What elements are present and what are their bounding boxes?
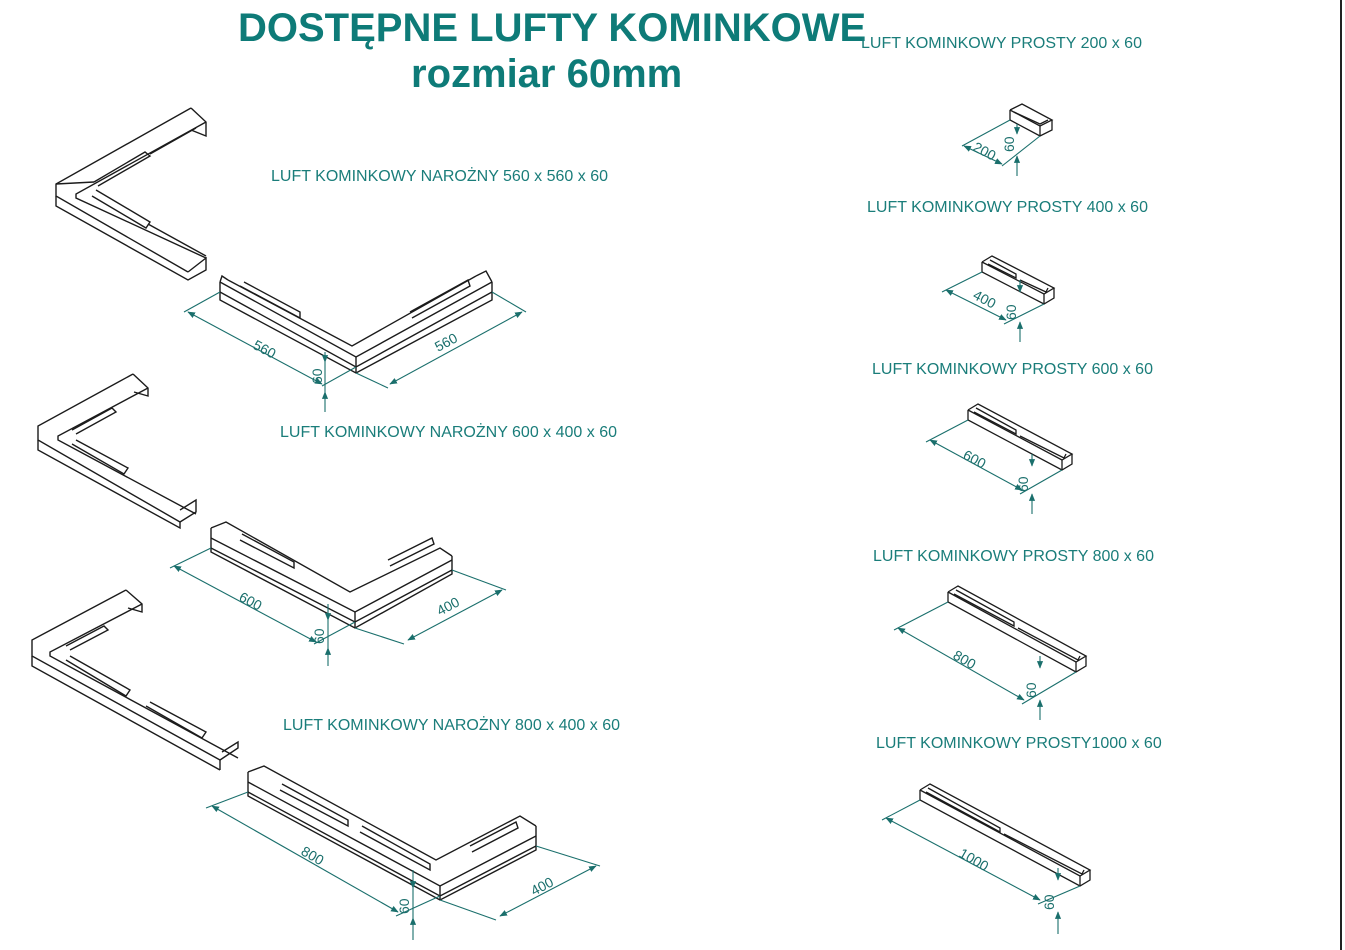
straight-part-label-1: LUFT KOMINKOWY PROSTY 200 x 60	[861, 35, 1142, 52]
corner-part-label-1: LUFT KOMINKOWY NAROŻNY 560 x 560 x 60	[271, 168, 608, 185]
corner-part-2-dim-a: 600	[237, 589, 265, 614]
straight-part-4-height: 60	[1023, 682, 1039, 698]
corner-part-2-height: 60	[311, 628, 327, 644]
corner-part-2-front-view	[210, 521, 453, 629]
corner-part-1-dim-b: 560	[432, 329, 460, 354]
straight-part-label-2: LUFT KOMINKOWY PROSTY 400 x 60	[867, 199, 1148, 216]
corner-part-3-front-view	[247, 765, 537, 901]
sheet-border	[1340, 0, 1342, 950]
straight-part-4-drawing	[947, 585, 1088, 673]
straight-part-3-length: 600	[961, 447, 989, 472]
straight-part-5-dimensions	[881, 799, 1081, 934]
straight-part-2-length: 400	[971, 287, 999, 312]
straight-part-4-length: 800	[951, 647, 979, 673]
straight-part-1-dimensions	[961, 119, 1041, 176]
corner-part-1-front-view	[219, 270, 493, 374]
straight-part-1-drawing	[1009, 103, 1054, 137]
corner-part-1-dim-a: 560	[251, 337, 279, 362]
corner-part-3-dim-b: 400	[528, 873, 556, 898]
straight-part-2-dimensions	[941, 271, 1045, 342]
corner-part-2-dimensions	[169, 547, 507, 666]
corner-part-2-dim-b: 400	[434, 593, 462, 618]
page-title: DOSTĘPNE LUFTY KOMINKOWE	[238, 6, 867, 50]
page-subtitle: rozmiar 60mm	[411, 52, 683, 96]
straight-part-4-dimensions	[893, 601, 1077, 720]
corner-part-label-3: LUFT KOMINKOWY NAROŻNY 800 x 400 x 60	[283, 717, 620, 734]
corner-part-3-top-view	[31, 589, 239, 771]
straight-part-label-5: LUFT KOMINKOWY PROSTY1000 x 60	[876, 735, 1162, 752]
corner-part-3-height: 60	[396, 898, 412, 914]
straight-part-2-height: 60	[1003, 304, 1019, 320]
corner-part-2-top-view	[37, 373, 197, 530]
straight-part-3-height: 60	[1015, 476, 1031, 492]
straight-part-1-height: 60	[1001, 136, 1017, 152]
corner-part-3-dim-a: 800	[299, 843, 327, 869]
straight-part-label-3: LUFT KOMINKOWY PROSTY 600 x 60	[872, 361, 1153, 378]
corner-part-3-dimensions	[205, 791, 601, 940]
straight-part-3-dimensions	[925, 419, 1063, 514]
corner-part-1-top-view	[55, 107, 207, 281]
straight-part-5-height: 60	[1041, 894, 1057, 910]
straight-part-5-drawing	[919, 783, 1092, 887]
straight-part-5-length: 1000	[957, 845, 992, 875]
straight-part-label-4: LUFT KOMINKOWY PROSTY 800 x 60	[873, 548, 1154, 565]
corner-part-1-height: 60	[309, 368, 325, 384]
corner-part-label-2: LUFT KOMINKOWY NAROŻNY 600 x 400 x 60	[280, 424, 617, 441]
corner-part-1-dimensions	[183, 291, 527, 412]
